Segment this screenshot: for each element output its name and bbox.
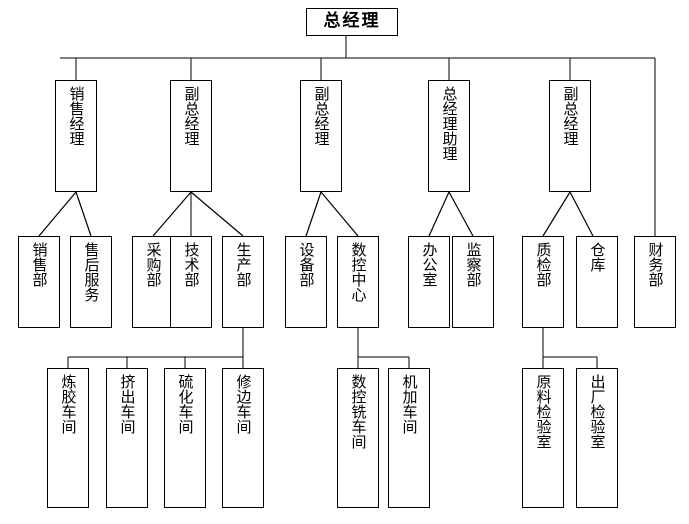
node-deputy-general-manager-1[interactable]: 副总经理 (170, 80, 212, 192)
node-label: 总经理 (323, 11, 381, 32)
node-label: 监察部 (464, 242, 483, 287)
node-label: 数控中心 (349, 242, 368, 302)
node-warehouse[interactable]: 仓库 (576, 236, 618, 328)
node-label: 财务部 (646, 242, 665, 287)
node-label: 硫化车间 (176, 374, 195, 434)
node-label: 技术部 (182, 242, 201, 287)
node-machining-workshop[interactable]: 机加车间 (388, 368, 430, 508)
connector-gm-assistant-to-office (428, 191, 450, 237)
connector-deputy-gm-3-to-quality (542, 191, 571, 237)
node-sales-manager[interactable]: 销售经理 (55, 80, 97, 192)
node-equipment-department[interactable]: 设备部 (285, 236, 327, 328)
node-deputy-general-manager-2[interactable]: 副总经理 (300, 80, 342, 192)
node-label: 副总经理 (561, 86, 580, 146)
node-label: 数控铣车间 (349, 374, 368, 449)
node-label: 质检部 (534, 242, 553, 287)
node-office[interactable]: 办公室 (408, 236, 450, 328)
node-supervision-department[interactable]: 监察部 (452, 236, 494, 328)
connector-gm-assistant-to-supervision (448, 191, 474, 237)
connector-sales-manager-to-after-sales (75, 191, 92, 237)
node-label: 售后服务 (82, 242, 101, 302)
node-sales-department[interactable]: 销售部 (18, 236, 60, 328)
node-label: 副总经理 (182, 86, 201, 146)
node-extrusion-workshop[interactable]: 挤出车间 (106, 368, 148, 508)
node-label: 销售部 (30, 242, 49, 287)
node-label: 副总经理 (312, 86, 331, 146)
connector-deputy-gm-3-to-warehouse (569, 191, 594, 237)
node-factory-inspection-room[interactable]: 出厂检验室 (576, 368, 618, 508)
node-label: 办公室 (420, 242, 439, 287)
node-label: 销售经理 (67, 86, 86, 146)
node-label: 机加车间 (400, 374, 419, 434)
node-vulcanizing-workshop[interactable]: 硫化车间 (164, 368, 206, 508)
connector-deputy-gm-1-to-production (190, 191, 244, 237)
node-material-inspection-room[interactable]: 原料检验室 (522, 368, 564, 508)
node-label: 采购部 (144, 242, 163, 287)
node-label: 生产部 (234, 242, 253, 287)
node-quality-inspection-department[interactable]: 质检部 (522, 236, 564, 328)
node-label: 挤出车间 (118, 374, 137, 434)
node-label: 修边车间 (234, 374, 253, 434)
node-cnc-milling-workshop[interactable]: 数控铣车间 (337, 368, 379, 508)
node-after-sales-service[interactable]: 售后服务 (70, 236, 112, 328)
node-general-manager-assistant[interactable]: 总经理助理 (428, 80, 470, 192)
node-technology-department[interactable]: 技术部 (170, 236, 212, 328)
node-deputy-general-manager-3[interactable]: 副总经理 (549, 80, 591, 192)
connector-deputy-gm-1-to-purchasing (152, 191, 192, 237)
node-label: 出厂检验室 (588, 374, 607, 449)
node-label: 总经理助理 (440, 86, 459, 161)
node-label: 原料检验室 (534, 374, 553, 449)
node-label: 仓库 (588, 242, 607, 272)
node-label: 炼胶车间 (59, 374, 78, 434)
node-purchasing-department[interactable]: 采购部 (132, 236, 174, 328)
node-label: 设备部 (297, 242, 316, 287)
node-trimming-workshop[interactable]: 修边车间 (222, 368, 264, 508)
node-production-department[interactable]: 生产部 (222, 236, 264, 328)
node-finance-department[interactable]: 财务部 (634, 236, 676, 328)
node-cnc-center[interactable]: 数控中心 (337, 236, 379, 328)
node-mixing-workshop[interactable]: 炼胶车间 (47, 368, 89, 508)
connector-sales-manager-to-sales-dept (38, 191, 77, 237)
connector-deputy-gm-2-to-equipment (305, 191, 322, 237)
connector-deputy-gm-2-to-cnc-center (320, 191, 359, 237)
node-general-manager[interactable]: 总经理 (306, 8, 398, 36)
